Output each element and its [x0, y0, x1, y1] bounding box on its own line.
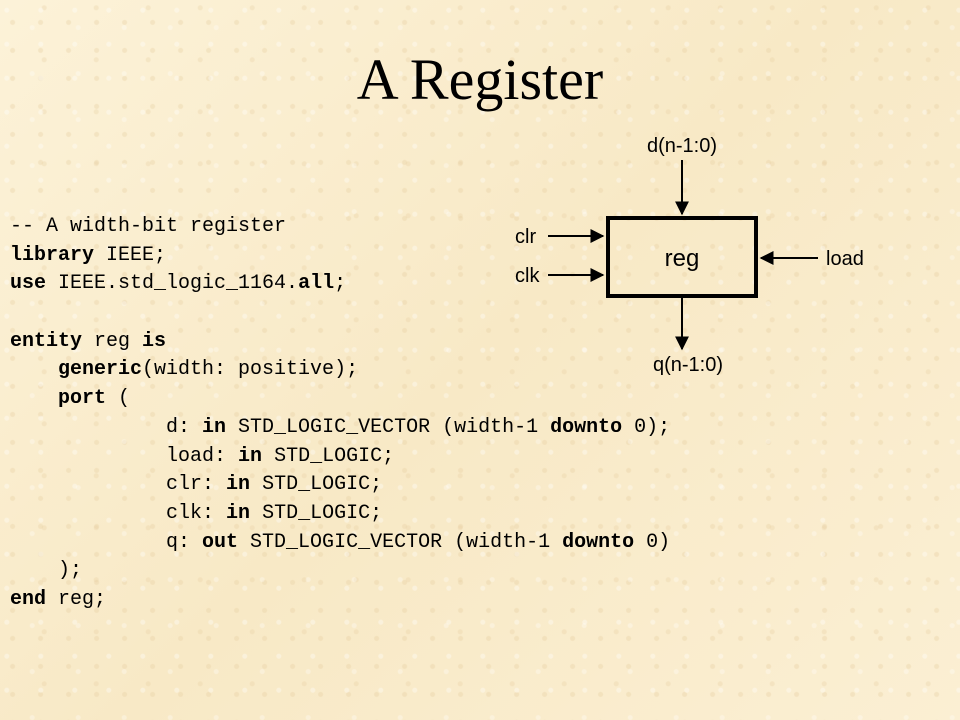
- code-text: STD_LOGIC;: [250, 473, 383, 497]
- code-line: library IEEE;: [10, 242, 670, 271]
- code-text: STD_LOGIC;: [262, 444, 395, 468]
- code-keyword: downto: [550, 415, 623, 439]
- code-keyword: library: [10, 243, 95, 267]
- code-text: clr:: [10, 473, 227, 497]
- code-text: reg: [82, 329, 143, 353]
- code-text: ;: [334, 272, 347, 296]
- code-keyword: all: [298, 272, 335, 296]
- code-line: );: [10, 557, 670, 586]
- output-q-label: q(n-1:0): [653, 354, 723, 376]
- code-text: q:: [10, 530, 203, 554]
- register-block: [606, 216, 758, 298]
- code-text: 0): [634, 530, 671, 554]
- code-line: load: in STD_LOGIC;: [10, 443, 670, 472]
- code-keyword: in: [238, 444, 263, 468]
- code-text: clk:: [10, 501, 227, 525]
- code-keyword: end: [10, 587, 47, 611]
- code-keyword: in: [226, 473, 251, 497]
- code-line: generic(width: positive);: [10, 356, 670, 385]
- code-text: (: [106, 387, 131, 411]
- code-line: d: in STD_LOGIC_VECTOR (width-1 downto 0…: [10, 414, 670, 443]
- code-text: IEEE.std_logic_1164.: [46, 272, 299, 296]
- code-keyword: port: [58, 387, 107, 411]
- code-line: q: out STD_LOGIC_VECTOR (width-1 downto …: [10, 529, 670, 558]
- code-text: STD_LOGIC_VECTOR (width-1: [238, 530, 563, 554]
- code-line: -- A width-bit register: [10, 213, 670, 242]
- code-text: d:: [10, 415, 203, 439]
- code-keyword: downto: [562, 530, 635, 554]
- code-line: end reg;: [10, 586, 670, 615]
- code-keyword: is: [142, 329, 167, 353]
- code-text: STD_LOGIC;: [250, 501, 383, 525]
- code-text: (width: positive);: [142, 358, 359, 382]
- slide-title: A Register: [356, 47, 604, 112]
- code-line: use IEEE.std_logic_1164.all;: [10, 270, 670, 299]
- input-clk-label: clk: [515, 265, 540, 287]
- code-keyword: use: [10, 272, 47, 296]
- register-block-label: reg: [665, 245, 700, 272]
- code-keyword: generic: [58, 358, 143, 382]
- input-clr-label: clr: [515, 226, 536, 248]
- code-keyword: entity: [10, 329, 83, 353]
- code-keyword: in: [226, 501, 251, 525]
- code-keyword: out: [202, 530, 239, 554]
- code-line: clk: in STD_LOGIC;: [10, 500, 670, 529]
- code-text: reg;: [46, 587, 107, 611]
- code-line: entity reg is: [10, 328, 670, 357]
- code-text: );: [10, 559, 83, 583]
- code-keyword: in: [202, 415, 227, 439]
- code-line: clr: in STD_LOGIC;: [10, 471, 670, 500]
- code-text: STD_LOGIC_VECTOR (width-1: [226, 415, 551, 439]
- code-text: IEEE;: [94, 243, 167, 267]
- code-line: port (: [10, 385, 670, 414]
- code-text: load:: [10, 444, 239, 468]
- code-text: 0);: [622, 415, 671, 439]
- input-load-label: load: [826, 248, 864, 270]
- input-d-label: d(n-1:0): [647, 135, 717, 157]
- code-text: -- A width-bit register: [10, 215, 287, 238]
